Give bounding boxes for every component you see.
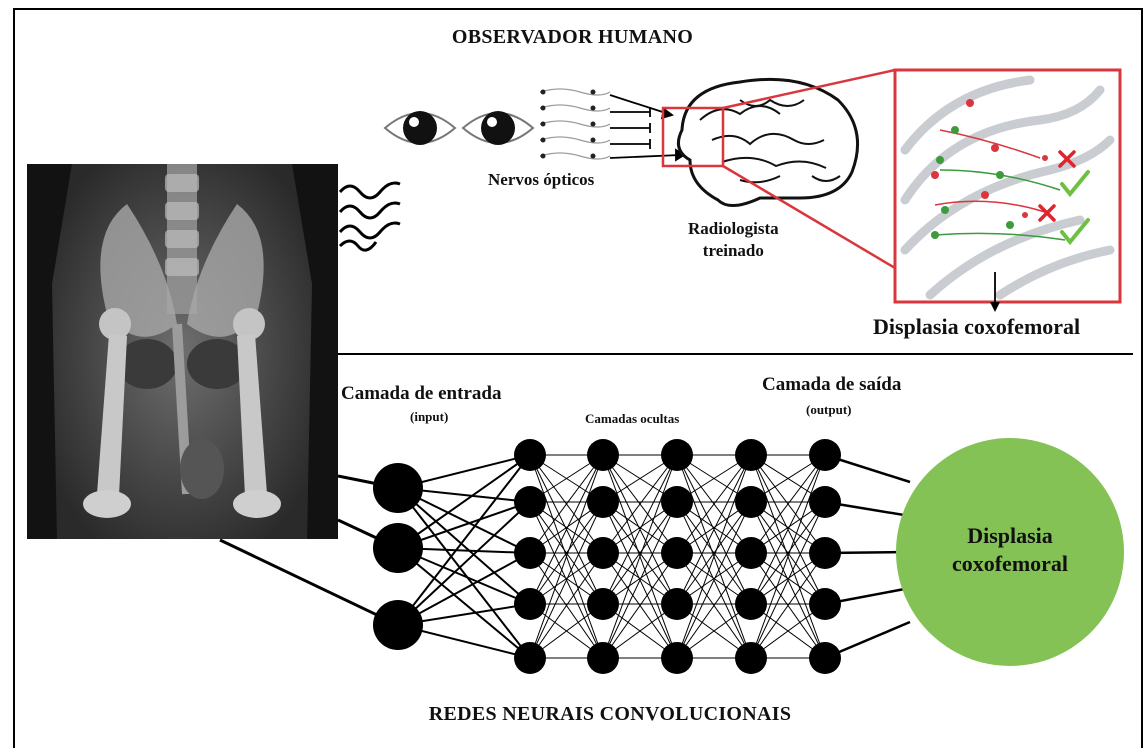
network-edge [529,552,604,659]
result-line1: Displasia [967,523,1053,548]
output-neuron [809,537,841,569]
network-edge [602,454,678,605]
highlight-box-small [661,106,725,168]
network-edge [676,454,752,659]
network-edge [529,501,604,659]
network-edge [750,552,826,659]
diagram-canvas [219,68,1124,674]
network-edge [397,552,531,626]
wave-icon [338,181,401,252]
network-edge [529,454,604,659]
output-layer-label: Camada de saída [762,374,902,395]
hidden-neuron [514,486,546,518]
hidden-neuron [661,537,693,569]
network-edge [750,454,826,605]
hidden-neuron [735,486,767,518]
neuron-zoom-panel [893,68,1122,304]
radiologist-line2: treinado [702,241,764,260]
eye-icon [383,111,457,145]
network-edge [750,501,826,605]
input-neuron [373,600,423,650]
hidden-neuron [587,486,619,518]
network-edge [750,501,826,659]
input-layer-label: Camada de entrada [341,383,502,404]
hidden-neuron [514,588,546,620]
hidden-neuron [514,537,546,569]
network-edge [750,454,826,554]
title-redes-neurais: REDES NEURAIS CONVOLUCIONAIS [428,703,792,725]
network-edge [397,487,531,659]
eye-icon [461,111,535,145]
xray-image [27,164,338,539]
network-edge [602,552,678,659]
network-edge [397,454,531,549]
network-edge [529,501,604,605]
network-edge [676,501,752,659]
optic-nerves-icon [539,88,611,160]
radiologist-line1: Radiologista [688,219,779,238]
network-edge [676,552,752,659]
network-edge [397,487,531,605]
network-edge [397,547,531,659]
network-edge [676,454,752,554]
network-edge [529,454,604,605]
output-neuron [809,588,841,620]
network-edge [602,501,678,659]
hidden-neuron [735,588,767,620]
network-edge [602,454,678,554]
check-icon [1060,170,1090,246]
output-neuron [809,439,841,471]
hidden-neuron [735,439,767,471]
hidden-neuron [587,642,619,674]
diagnosis-label-top: Displasia coxofemoral [873,314,1081,339]
hidden-neuron [661,588,693,620]
title-observador-humano: OBSERVADOR HUMANO [451,26,694,48]
figure-frame [13,8,1143,748]
hidden-neuron [514,642,546,674]
network-edge [397,454,531,626]
hidden-neuron [735,537,767,569]
output-neuron [809,642,841,674]
network-edge [602,454,678,659]
hidden-layers-label: Camadas ocultas [585,411,680,426]
result-label: Displasia coxofemoral [897,522,1123,578]
cross-icon [1038,150,1076,222]
hidden-neuron [514,439,546,471]
hidden-neuron [661,439,693,471]
input-neuron [373,523,423,573]
result-line2: coxofemoral [951,551,1069,576]
network-edge [397,501,531,626]
input-neuron [373,463,423,513]
output-tag: (output) [806,402,852,417]
network-edge [676,501,752,605]
optic-nerves-label: Nervos ópticos [488,170,595,189]
hidden-neuron [587,439,619,471]
network-edge [602,501,678,605]
section-divider [338,353,1133,355]
radiologist-label: Radiologista treinado [688,218,779,262]
hidden-neuron [587,537,619,569]
network-edge [676,454,752,605]
hidden-neuron [587,588,619,620]
hidden-neuron [661,642,693,674]
network-edge [529,454,604,554]
input-tag: (input) [410,409,449,424]
hidden-neuron [735,642,767,674]
hidden-neuron [661,486,693,518]
output-neuron [809,486,841,518]
network-edge [750,454,826,659]
result-circle [896,438,1124,666]
